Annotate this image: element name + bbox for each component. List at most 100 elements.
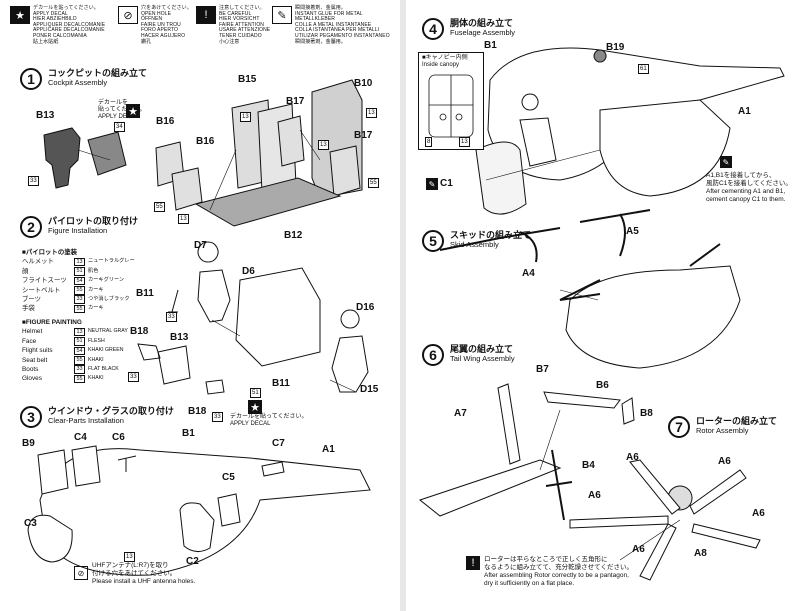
- part-label: D7: [194, 240, 207, 251]
- window-c2-drawing: [179, 502, 215, 552]
- part-label: B1: [484, 40, 497, 51]
- crew-drawing: [519, 93, 557, 167]
- part-label: B13: [36, 110, 55, 121]
- antenna-note: UHFアンテナ(L:R7)を取り付ける穴をあけてください。Please inst…: [92, 562, 196, 585]
- step-6-title-jp: 尾翼の組み立て: [450, 344, 514, 354]
- tail-fin-b4-drawing: [497, 383, 521, 465]
- part-label: A8: [694, 548, 707, 559]
- window-c5-drawing: [217, 493, 241, 527]
- part-label: D16: [356, 302, 375, 313]
- step-2-title-en: Figure Installation: [48, 226, 108, 235]
- open-hole-icon: ⊘: [74, 566, 88, 580]
- color-code: 13: [240, 112, 251, 122]
- pedal-b18-drawing: [137, 343, 161, 361]
- color-code: 33: [128, 372, 139, 382]
- part-label: B11: [272, 378, 290, 389]
- step-1-title-en: Cockpit Assembly: [48, 78, 108, 87]
- rotor-mast-c6-drawing: [117, 455, 137, 472]
- part-label: A6: [632, 544, 645, 555]
- step-1-title-jp: コックピットの組み立て: [48, 68, 148, 78]
- part-b19-drawing: [593, 49, 607, 63]
- seat-b17-drawing: [277, 115, 305, 167]
- step-3-title-en: Clear-Parts Installation: [48, 416, 124, 425]
- canopy-c1-drawing: [475, 141, 527, 215]
- step-3-number: 3: [20, 406, 42, 428]
- stabilizer-b6-drawing: [543, 391, 621, 409]
- part-label: B12: [284, 230, 303, 241]
- star-icon: ★: [248, 400, 262, 414]
- step-6-number: 6: [422, 344, 444, 366]
- color-code: 34: [114, 122, 125, 132]
- step-7-number: 7: [668, 416, 690, 438]
- part-label: A6: [588, 490, 601, 501]
- color-code: 8: [425, 137, 433, 147]
- skid-a4-drawing: [439, 209, 651, 263]
- glue-icon: ✎: [426, 178, 438, 190]
- color-code: 33: [166, 312, 177, 322]
- part-label: B8: [640, 408, 653, 419]
- page-gutter: [400, 0, 406, 611]
- part-label: B9: [22, 438, 35, 449]
- part-label: D6: [242, 266, 255, 277]
- step-4-number: 4: [422, 18, 444, 40]
- window-b9-drawing: [37, 449, 69, 495]
- part-label: A1: [322, 444, 335, 455]
- step-6-title-en: Tail Wing Assembly: [450, 354, 515, 363]
- part-label: C6: [112, 432, 125, 443]
- part-label: C1: [440, 178, 453, 189]
- star-icon: ★: [10, 6, 30, 24]
- panel-b13b-drawing: [157, 345, 191, 385]
- tail-boom-a7-drawing: [418, 459, 562, 517]
- part-label: C2: [186, 556, 199, 567]
- fuselage-a1-drawing: [599, 99, 731, 197]
- cement-note: A1,B1を接着してから、風防C1を接着してください。After cementi…: [706, 172, 792, 203]
- color-code: 33: [28, 176, 39, 186]
- floor-b12-drawing: [194, 177, 342, 227]
- paint-table-title: ■FIGURE PAINTING: [22, 319, 82, 326]
- caution-icon: !: [196, 6, 216, 24]
- color-code: 13: [124, 552, 135, 562]
- part-label: B13: [170, 332, 189, 343]
- canopy-inset-drawing: [428, 74, 474, 138]
- part-label: C7: [272, 438, 285, 449]
- part-label: A6: [626, 452, 639, 463]
- part-label: B17: [286, 96, 305, 107]
- step-7-title-jp: ローターの組み立て: [696, 416, 778, 426]
- rotor-b4-drawing: [545, 449, 573, 521]
- step-5-title-jp: スキッドの組み立て: [450, 230, 532, 240]
- rotor-blades-a6-drawing: [569, 459, 761, 581]
- guide-lines: [77, 129, 681, 561]
- part-label: C4: [74, 432, 87, 443]
- color-code: 55: [154, 202, 165, 212]
- window-c7-drawing: [261, 461, 285, 477]
- part-label: B10: [354, 78, 373, 89]
- stick-b11-drawing: [168, 289, 179, 313]
- part-label: B16: [156, 116, 175, 127]
- window-c3-drawing: [27, 514, 73, 563]
- part-label: A4: [522, 268, 535, 279]
- part-label: A7: [454, 408, 467, 419]
- seat-b17b-drawing: [329, 145, 361, 197]
- step-3-title-jp: ウインドウ・グラスの取り付け: [48, 406, 174, 416]
- color-code: 51: [250, 388, 261, 398]
- part-label: B16: [196, 136, 215, 147]
- skid-gear-drawing: [559, 243, 721, 301]
- color-code: 13: [318, 140, 329, 150]
- color-code: 13: [366, 108, 377, 118]
